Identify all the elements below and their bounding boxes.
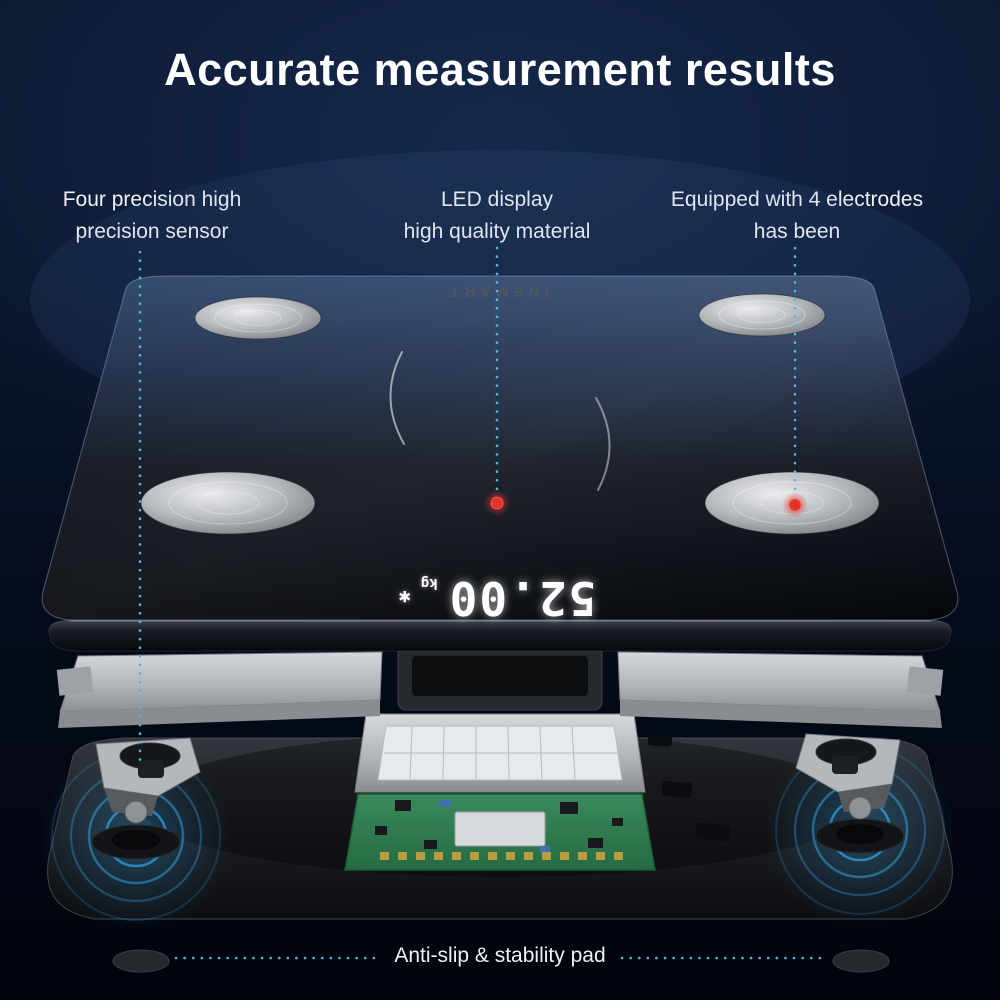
electrode-top-left xyxy=(194,296,322,340)
display-bracket xyxy=(354,713,646,793)
electrode-top-right xyxy=(698,293,826,337)
bracket-grid xyxy=(384,726,618,780)
circuit-board xyxy=(344,793,656,871)
pad-left xyxy=(112,949,170,973)
red-dot-display xyxy=(490,496,504,510)
callout-line: Four precision high xyxy=(22,184,282,216)
base-slots xyxy=(647,734,731,841)
electrode-bottom-left xyxy=(140,471,316,535)
anti-slip-label: Anti-slip & stability pad xyxy=(394,944,606,967)
pcb-contact-pads xyxy=(380,852,623,860)
right-load-sensor xyxy=(764,733,956,926)
callout-line: precision sensor xyxy=(22,216,282,248)
callout-led-display: LED display high quality material xyxy=(357,184,637,247)
pad-right xyxy=(832,949,890,973)
inner-frame xyxy=(56,636,944,728)
sensor-pod-body xyxy=(832,756,858,774)
callout-line: high quality material xyxy=(357,216,637,248)
frame-left-rail-face xyxy=(58,700,380,728)
glass-front-edge xyxy=(48,619,952,652)
callout-line: Equipped with 4 electrodes xyxy=(627,184,967,216)
frame-right-bracket xyxy=(906,666,944,696)
red-indicator-dots xyxy=(484,490,808,518)
led-display-readout: 52.00 kg ✱ xyxy=(385,570,610,626)
callout-line: LED display xyxy=(357,184,637,216)
callout-leader-lines xyxy=(138,246,828,960)
led-weight-value: 52.00 xyxy=(447,571,597,625)
glass-platform: INSMART xyxy=(30,150,970,652)
led-unit-label: kg xyxy=(420,575,438,591)
anti-slip-pads xyxy=(112,949,890,973)
main-chip xyxy=(454,811,546,847)
left-load-sensor xyxy=(40,737,232,932)
sensor-foot-hub xyxy=(836,824,884,844)
display-housing-window xyxy=(412,656,588,696)
sensor-foot-hub xyxy=(112,830,160,850)
red-dot-electrode xyxy=(788,498,802,512)
pcb-components xyxy=(375,800,623,849)
callout-precision-sensor: Four precision high precision sensor xyxy=(22,184,282,247)
sensor-disc xyxy=(848,796,872,820)
callout-line: has been xyxy=(627,216,967,248)
bluetooth-icon: ✱ xyxy=(398,586,411,610)
glass-sheen xyxy=(42,276,958,620)
frame-right-rail-face xyxy=(620,700,942,728)
pcb-capacitors xyxy=(440,800,550,853)
sensor-pod-body xyxy=(138,760,164,778)
callout-electrodes: Equipped with 4 electrodes has been xyxy=(627,184,967,247)
sensor-disc xyxy=(124,800,148,824)
glass-reflection-arcs xyxy=(389,351,611,491)
page-title: Accurate measurement results xyxy=(164,44,836,95)
frame-left-bracket xyxy=(56,666,94,696)
